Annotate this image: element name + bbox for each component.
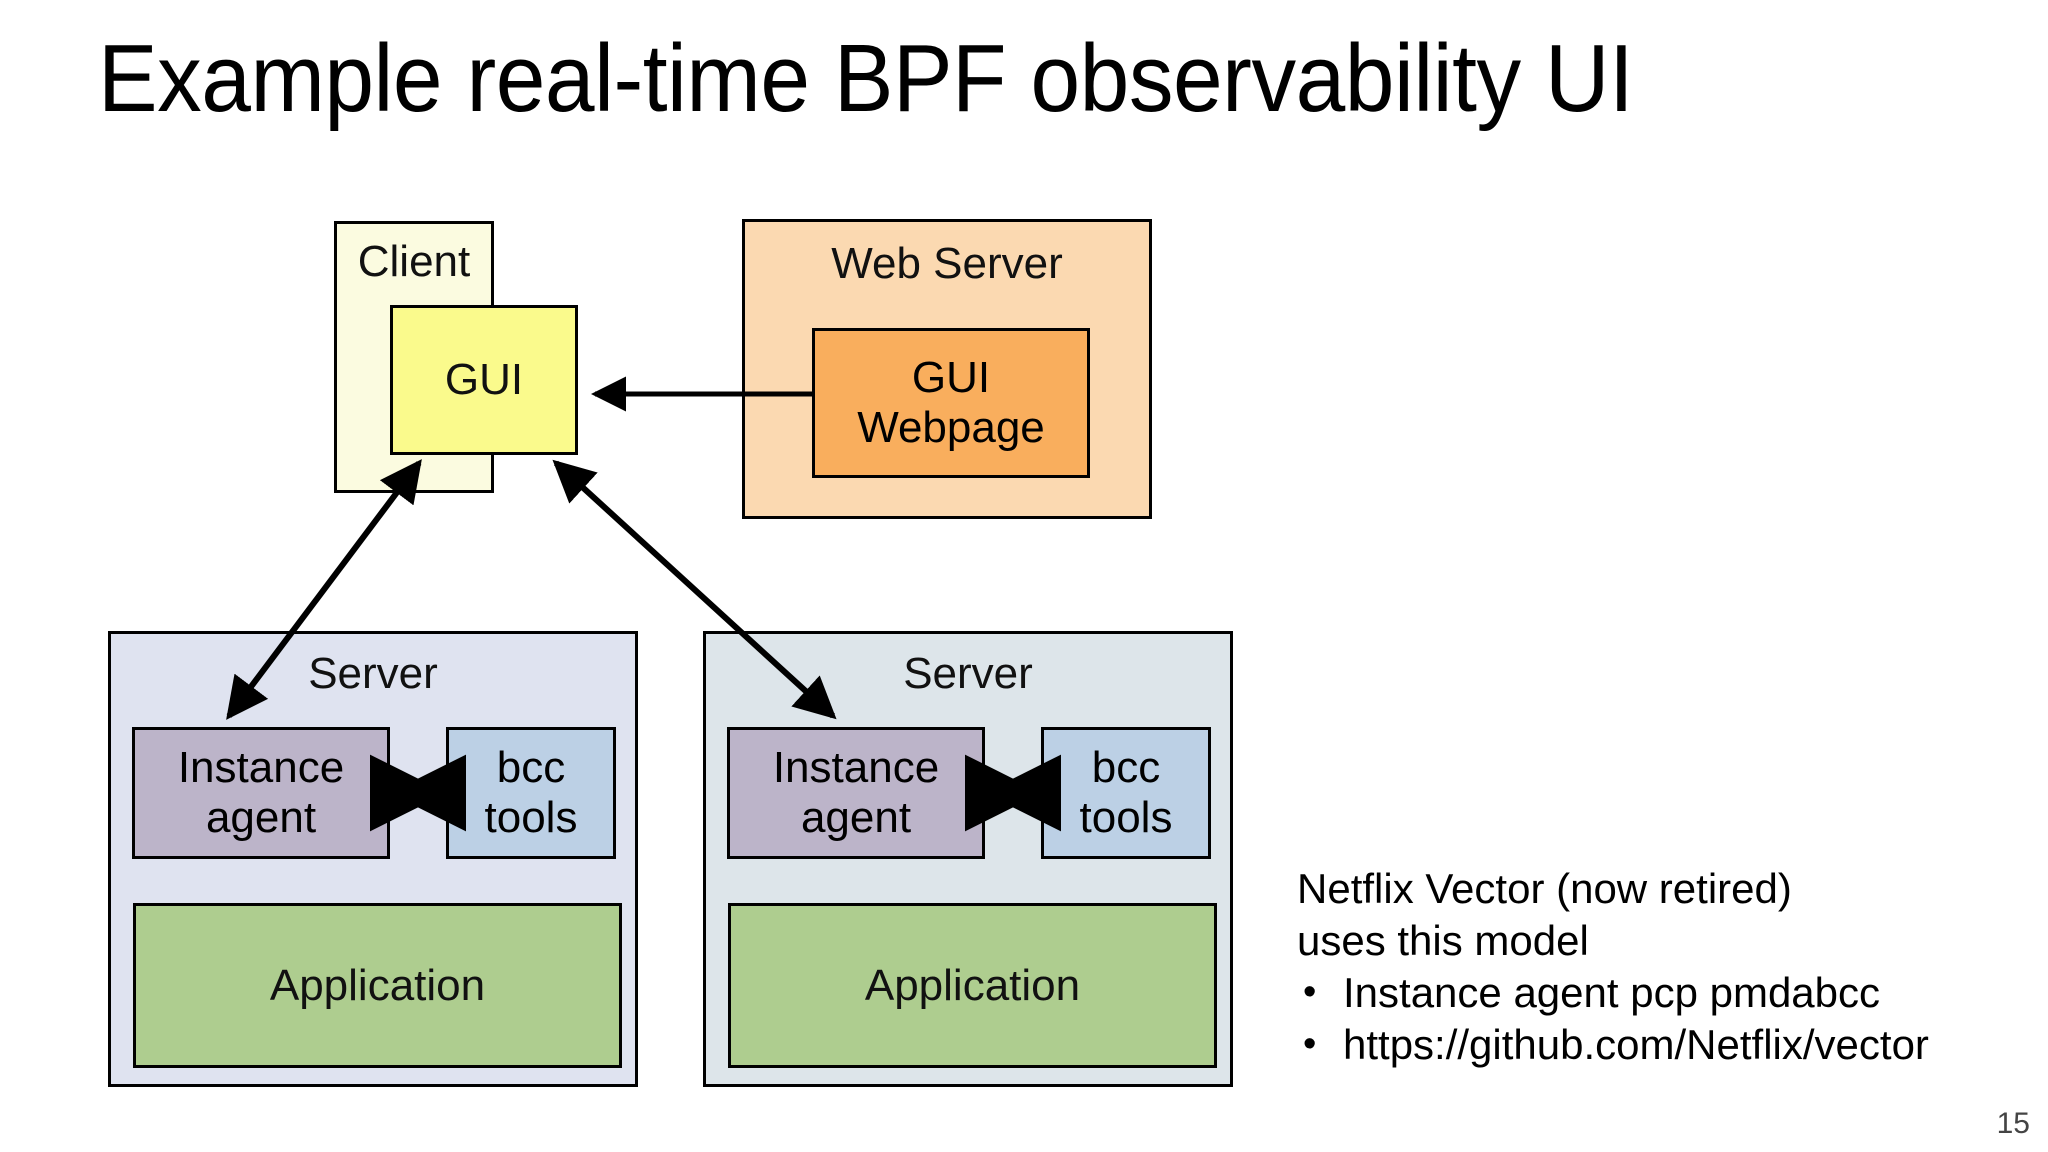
instance-agent-label-1-line1: Instance bbox=[177, 743, 345, 792]
bcc-tools-label-2: bcc tools bbox=[1044, 743, 1208, 843]
instance-agent-label-2-line1: Instance bbox=[772, 743, 940, 792]
bcc-tools-box-2: bcc tools bbox=[1041, 727, 1211, 859]
application-box-1: Application bbox=[133, 903, 622, 1068]
bullet-icon: • bbox=[1303, 1023, 1317, 1065]
list-item: • Instance agent pcp pmdabcc bbox=[1297, 967, 2027, 1019]
gui-box: GUI bbox=[390, 305, 578, 455]
instance-agent-box-1: Instance agent bbox=[132, 727, 390, 859]
application-label-2: Application bbox=[864, 960, 1081, 1010]
bcc-tools-box-1: bcc tools bbox=[446, 727, 616, 859]
instance-agent-label-1-line2: agent bbox=[205, 793, 317, 842]
list-item-text: Instance agent pcp pmdabcc bbox=[1343, 969, 1881, 1016]
notes-block: Netflix Vector (now retired) uses this m… bbox=[1297, 863, 2027, 1071]
bcc-tools-label-1-line2: tools bbox=[484, 793, 578, 842]
gui-label: GUI bbox=[444, 355, 524, 404]
application-label-1: Application bbox=[269, 960, 486, 1010]
page-number: 15 bbox=[1996, 1107, 2030, 1140]
bcc-tools-label-2-line1: bcc bbox=[1091, 743, 1161, 792]
server-1-label: Server bbox=[308, 649, 438, 698]
notes-paragraph: Netflix Vector (now retired) uses this m… bbox=[1297, 865, 1792, 964]
instance-agent-label-2: Instance agent bbox=[730, 743, 982, 843]
gui-webpage-label-line2: Webpage bbox=[857, 403, 1045, 452]
gui-webpage-label-line1: GUI bbox=[911, 353, 991, 402]
web-server-label: Web Server bbox=[831, 239, 1063, 288]
gui-webpage-label: GUI Webpage bbox=[815, 353, 1087, 453]
page-title: Example real-time BPF observability UI bbox=[98, 25, 1634, 132]
notes-bullet-list: • Instance agent pcp pmdabcc • https://g… bbox=[1297, 967, 2027, 1071]
bullet-icon: • bbox=[1303, 971, 1317, 1013]
application-box-2: Application bbox=[728, 903, 1217, 1068]
bcc-tools-label-1: bcc tools bbox=[449, 743, 613, 843]
bcc-tools-label-1-line1: bcc bbox=[496, 743, 566, 792]
gui-webpage-box: GUI Webpage bbox=[812, 328, 1090, 478]
list-item-text: https://github.com/Netflix/vector bbox=[1343, 1021, 1929, 1068]
instance-agent-label-1: Instance agent bbox=[135, 743, 387, 843]
instance-agent-label-2-line2: agent bbox=[800, 793, 912, 842]
bcc-tools-label-2-line2: tools bbox=[1079, 793, 1173, 842]
server-2-label: Server bbox=[903, 649, 1033, 698]
client-label: Client bbox=[357, 237, 471, 286]
instance-agent-box-2: Instance agent bbox=[727, 727, 985, 859]
list-item: • https://github.com/Netflix/vector bbox=[1297, 1019, 2027, 1071]
